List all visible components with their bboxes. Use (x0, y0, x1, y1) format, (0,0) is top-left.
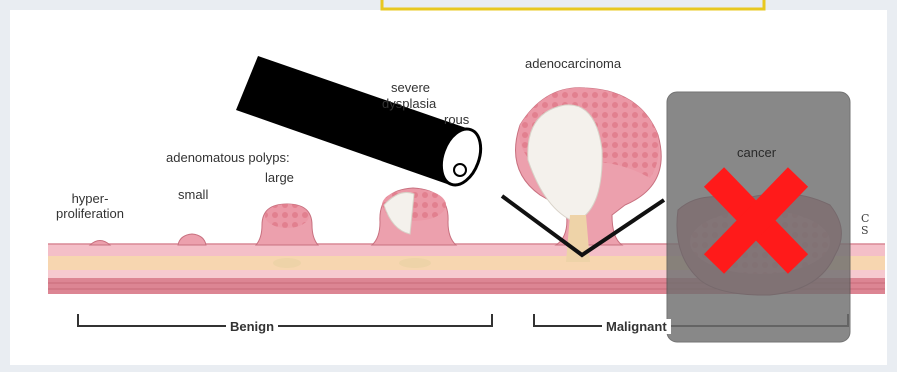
publisher-logo-s: S (861, 224, 869, 237)
label-severe: severe (391, 80, 430, 95)
label-benign: Benign (226, 319, 278, 334)
highlight-frame (382, 0, 764, 9)
label-adenomatous-polyps: adenomatous polyps: (166, 150, 290, 165)
label-cancer: cancer (737, 145, 776, 160)
label-small: small (178, 187, 208, 202)
label-cancerous: rous (444, 112, 469, 127)
label-malignant: Malignant (602, 319, 671, 334)
label-hyperproliferation: hyper- proliferation (48, 191, 132, 221)
label-adenocarcinoma: adenocarcinoma (525, 56, 621, 71)
label-large: large (265, 170, 294, 185)
label-dysplasia: dysplasia (382, 96, 436, 111)
